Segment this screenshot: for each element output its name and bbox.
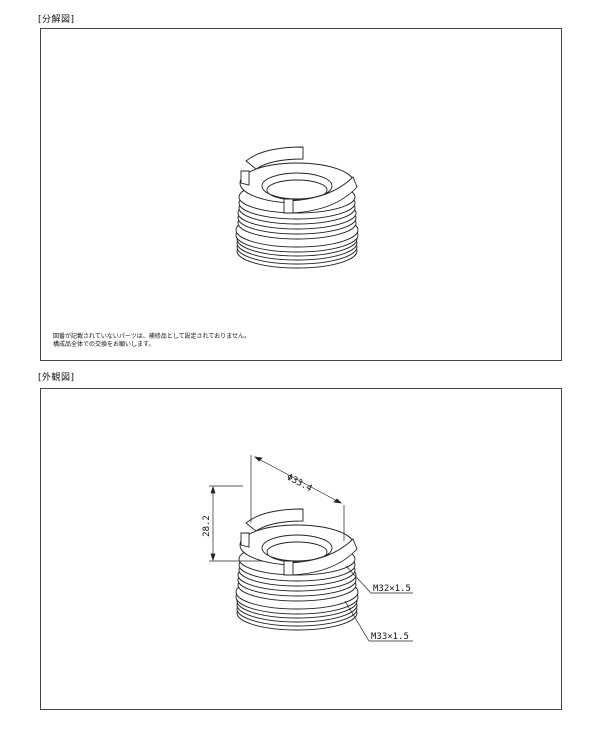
diameter-dimension: Φ33.4 [285, 473, 314, 495]
appearance-part-drawing: Φ33.4 28.2 M32×1.5 M33×1.5 [202, 455, 413, 642]
inner-bore [261, 172, 333, 200]
thread-upper-dimension: M32×1.5 [373, 584, 411, 594]
note-line-1: 図番が記載されていないパーツは、補修品として設定されておりません。 [53, 333, 250, 340]
thread-lower-dimension: M33×1.5 [371, 632, 409, 642]
front-flange [288, 176, 358, 214]
back-flange [245, 146, 304, 170]
note-line-2: 構成品全体での交換をお願いします。 [53, 341, 155, 348]
appearance-view-panel: Φ33.4 28.2 M32×1.5 M33×1.5 [40, 388, 562, 710]
exploded-view-title: [分解図] [38, 15, 75, 25]
exploded-view-panel: 図番が記載されていないパーツは、補修品として設定されておりません。 構成品全体で… [40, 28, 562, 361]
height-dimension: 28.2 [202, 515, 212, 537]
appearance-view-title: [外観図] [38, 373, 75, 383]
dimension-lines [209, 455, 413, 642]
exploded-part-drawing [235, 146, 359, 269]
